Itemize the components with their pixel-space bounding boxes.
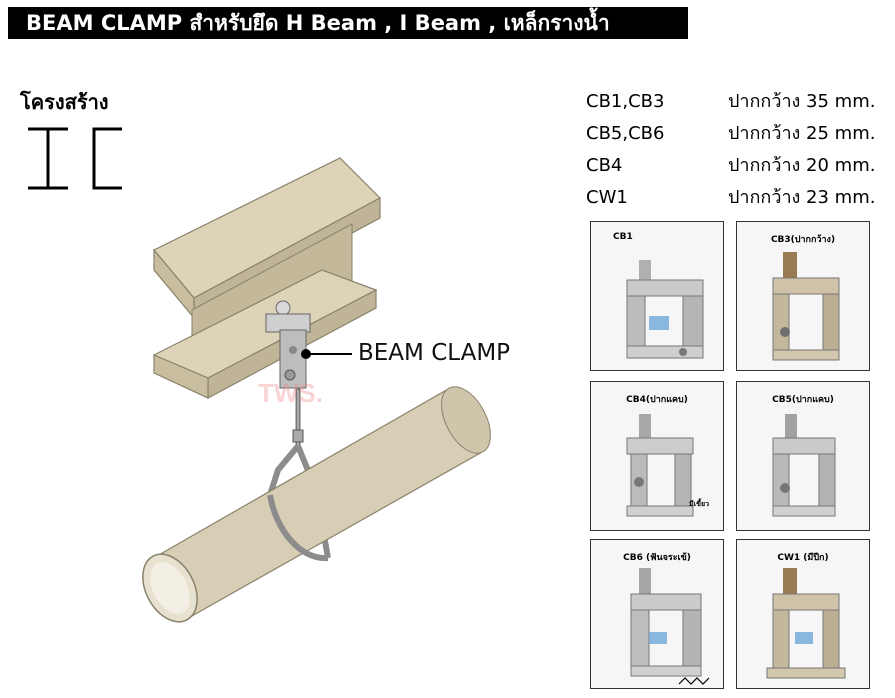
- beam-section-icons: [28, 127, 122, 190]
- photo-cw1: CW1 (มีปีก): [736, 539, 870, 689]
- pipe-drawing: [142, 386, 491, 623]
- spec-table: CB1,CB3 ปากกว้าง 35 mm. CB5,CB6 ปากกว้าง…: [586, 90, 875, 218]
- clamp-photo-graphic: [630, 568, 710, 685]
- photo-label: CB4(ปากแคบ): [626, 395, 688, 405]
- beam-clamp-illustration: TWS.: [142, 157, 491, 623]
- photo-cb3: CB3(ปากกว้าง): [736, 221, 870, 371]
- clamp-photo-graphic: [766, 568, 846, 679]
- photo-label: CB5(ปากแคบ): [772, 395, 834, 405]
- i-beam-section-icon: [28, 127, 68, 190]
- photo-cb4: CB4(ปากแคบ) มีเขี้ยว: [590, 381, 724, 531]
- pipe-hanger-band: [267, 494, 329, 562]
- spec-model: CW1: [586, 187, 628, 208]
- spec-row: CW1 ปากกว้าง 23 mm.: [586, 186, 875, 218]
- spec-width: ปากกว้าง 25 mm.: [728, 123, 876, 144]
- spec-width: ปากกว้าง 20 mm.: [728, 155, 876, 176]
- clamp-photo-graphic: [626, 414, 694, 517]
- spec-width: ปากกว้าง 35 mm.: [728, 91, 876, 112]
- page-title: BEAM CLAMP สำหรับยึด H Beam , I Beam , เ…: [8, 7, 688, 39]
- i-beam-drawing: [152, 157, 381, 400]
- callout-dot: [301, 349, 311, 359]
- watermark: TWS.: [258, 378, 323, 408]
- photo-cb6: CB6 (ฟันจระเข้): [590, 539, 724, 689]
- clamp-photo-graphic: [772, 414, 836, 517]
- photo-cb1: CB1: [590, 221, 724, 371]
- photo-label: CB6 (ฟันจระเข้): [623, 553, 691, 563]
- clamp-photo-graphic: [626, 260, 704, 359]
- photo-cb5: CB5(ปากแคบ): [736, 381, 870, 531]
- spec-model: CB4: [586, 155, 623, 176]
- channel-section-icon: [92, 127, 122, 190]
- photo-note: มีเขี้ยว: [689, 500, 709, 508]
- spec-row: CB1,CB3 ปากกว้าง 35 mm.: [586, 90, 875, 122]
- spec-width: ปากกว้าง 23 mm.: [728, 187, 876, 208]
- photo-label: CB1: [613, 232, 633, 242]
- spec-model: CB5,CB6: [586, 123, 665, 144]
- spec-row: CB5,CB6 ปากกว้าง 25 mm.: [586, 122, 875, 154]
- spec-row: CB4 ปากกว้าง 20 mm.: [586, 154, 875, 186]
- photo-label: CW1 (มีปีก): [777, 553, 829, 563]
- clamp-photo-graphic: [772, 252, 840, 361]
- structure-label: โครงสร้าง: [20, 90, 109, 114]
- spec-model: CB1,CB3: [586, 91, 665, 112]
- beam-clamp-callout: BEAM CLAMP: [358, 340, 511, 366]
- photo-label: CB3(ปากกว้าง): [770, 235, 836, 245]
- beam-clamp-drawing: [265, 300, 311, 450]
